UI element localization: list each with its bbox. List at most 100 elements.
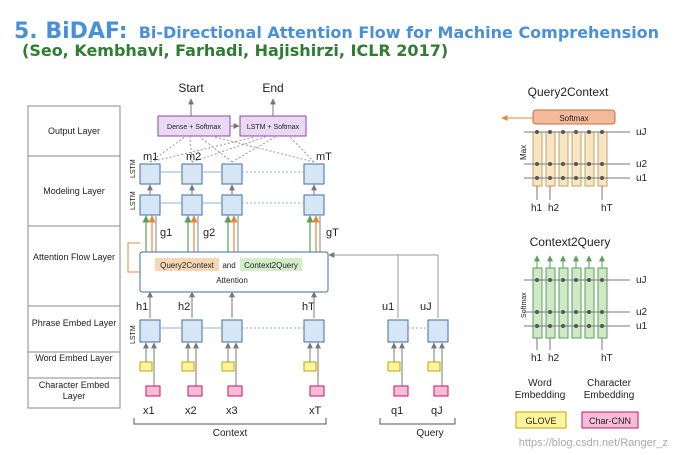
legend-word-label: Word Embedding	[514, 378, 566, 401]
c2q-h1-label: h1	[531, 353, 543, 364]
uJ-label: uJ	[420, 301, 432, 313]
phrase-lstm-3	[221, 319, 243, 343]
m1-label: m1	[143, 151, 158, 163]
layer-column: Output Layer Modeling Layer Attention Fl…	[27, 105, 121, 409]
title-number: 5. BiDAF:	[14, 19, 128, 44]
mT-label: mT	[316, 151, 332, 163]
q2c-uJ-label: uJ	[636, 127, 647, 138]
xT-label: xT	[309, 405, 322, 417]
layer-attention-label: Attention Flow Layer	[32, 252, 116, 262]
g2-label: g2	[203, 227, 215, 239]
phrase-lstm-q1	[387, 319, 409, 343]
charcnn-cell-qJ	[433, 385, 449, 397]
c2q-u2-label: u2	[636, 307, 648, 318]
glove-legend-label: GLOVE	[525, 416, 556, 426]
model-lstm-bottom-2	[181, 194, 203, 216]
c2q-tag	[240, 258, 302, 271]
model-lstm-bottom-3	[221, 194, 243, 216]
c2q-col-3	[558, 267, 569, 339]
output-layer: Start End Dense + Softmax LSTM + Softmax	[149, 81, 315, 163]
charcnn-cell-q1	[393, 385, 409, 397]
phrase-lstm-1	[139, 319, 161, 343]
model-lstm-top-2	[181, 163, 203, 185]
slide-title: 5. BiDAF: Bi-Directional Attention Flow …	[14, 8, 659, 46]
c2q-panel: Context2Query Softmax uJ u2 u1 h1 h2	[521, 235, 648, 364]
glove-cell-qJ	[427, 361, 441, 372]
layer-phrase-label: Phrase Embed Layer	[31, 318, 117, 328]
modeling-lstm-top-label: LSTM	[130, 159, 137, 178]
charcnn-legend-label: Char-CNN	[589, 416, 631, 426]
model-lstm-top-1	[139, 163, 161, 185]
glove-cell-x2	[181, 361, 195, 372]
phrase-lstm-2	[181, 319, 203, 343]
x2-label: x2	[185, 405, 197, 417]
embed-inputs: x1 x2 x3 xT q1 qJ Context Query	[133, 342, 456, 439]
c2q-uJ-label: uJ	[636, 275, 647, 286]
model-lstm-top-T	[303, 163, 325, 185]
and-label: and	[222, 261, 235, 270]
glove-cell-xT	[303, 361, 317, 372]
modeling-lstm-bottom-label: LSTM	[130, 191, 137, 210]
q2c-h1-label: h1	[531, 203, 543, 214]
phrase-lstm-label: LSTM	[130, 325, 137, 344]
h2-label: h2	[178, 301, 190, 313]
attention-flow-layer: g1 g2 gT Query2Context and Context2Query…	[127, 215, 439, 318]
glove-legend-box	[515, 411, 567, 429]
model-lstm-bottom-T	[303, 194, 325, 216]
h1-label: h1	[136, 301, 148, 313]
model-lstm-top-3	[221, 163, 243, 185]
q2c-panel: Query2Context Softmax Max uJ u2 u1 h1 h2…	[501, 85, 648, 214]
layer-output-label: Output Layer	[48, 126, 100, 136]
c2q-softmax-label: Softmax	[521, 292, 528, 318]
g1-label: g1	[160, 227, 172, 239]
charcnn-legend-box	[581, 411, 639, 429]
q2c-softmax-bar	[532, 109, 616, 125]
qJ-label: qJ	[431, 405, 443, 417]
q2c-tag-label: Query2Context	[160, 261, 215, 270]
charcnn-cell-xT	[309, 385, 325, 397]
modeling-layer: m1 m2 mT LSTM LSTM	[130, 151, 332, 216]
end-label: End	[262, 81, 283, 95]
glove-cell-q1	[387, 361, 401, 372]
lstm-softmax-box	[239, 115, 307, 137]
m2-label: m2	[186, 151, 201, 163]
c2q-col-5	[584, 267, 595, 339]
context-label: Context	[213, 428, 248, 439]
charcnn-cell-x1	[145, 385, 161, 397]
layer-char-label: Character Embed Layer	[38, 380, 110, 401]
u1-label: u1	[382, 301, 394, 313]
c2q-tag-label: Context2Query	[244, 261, 298, 270]
q2c-tag	[155, 258, 219, 271]
x1-label: x1	[143, 405, 155, 417]
c2q-panel-title: Context2Query	[530, 235, 611, 249]
dense-softmax-label: Dense + Softmax	[167, 124, 221, 131]
authors-citation: (Seo, Kembhavi, Farhadi, Hajishirzi, ICL…	[22, 41, 449, 60]
layer-word-label: Word Embed Layer	[35, 353, 113, 363]
glove-cell-x3	[221, 361, 235, 372]
q1-label: q1	[391, 405, 403, 417]
legend-char-label: Character Embedding	[583, 378, 635, 401]
q2c-h2-label: h2	[548, 203, 560, 214]
charcnn-cell-x3	[227, 385, 243, 397]
q2c-max-label: Max	[519, 145, 528, 160]
phrase-lstm-T	[303, 319, 325, 343]
query-label: Query	[416, 428, 443, 439]
phrase-lstm-qJ	[427, 319, 449, 343]
x3-label: x3	[226, 405, 238, 417]
c2q-hT-label: hT	[601, 353, 613, 364]
c2q-col-4	[571, 267, 582, 339]
q2c-panel-title: Query2Context	[528, 85, 609, 99]
lstm-softmax-label: LSTM + Softmax	[247, 124, 300, 131]
attention-label: Attention	[216, 276, 248, 285]
c2q-h2-label: h2	[548, 353, 560, 364]
start-label: Start	[178, 81, 204, 95]
q2c-u2-label: u2	[636, 159, 648, 170]
q2c-softmax-label: Softmax	[559, 114, 588, 123]
hT-label: hT	[302, 301, 315, 313]
title-text: Bi-Directional Attention Flow for Machin…	[138, 23, 660, 42]
embedding-legend: Word Embedding Character Embedding GLOVE…	[514, 378, 639, 429]
q2c-hT-label: hT	[601, 203, 613, 214]
model-lstm-bottom-1	[139, 194, 161, 216]
q2c-u1-label: u1	[636, 173, 648, 184]
